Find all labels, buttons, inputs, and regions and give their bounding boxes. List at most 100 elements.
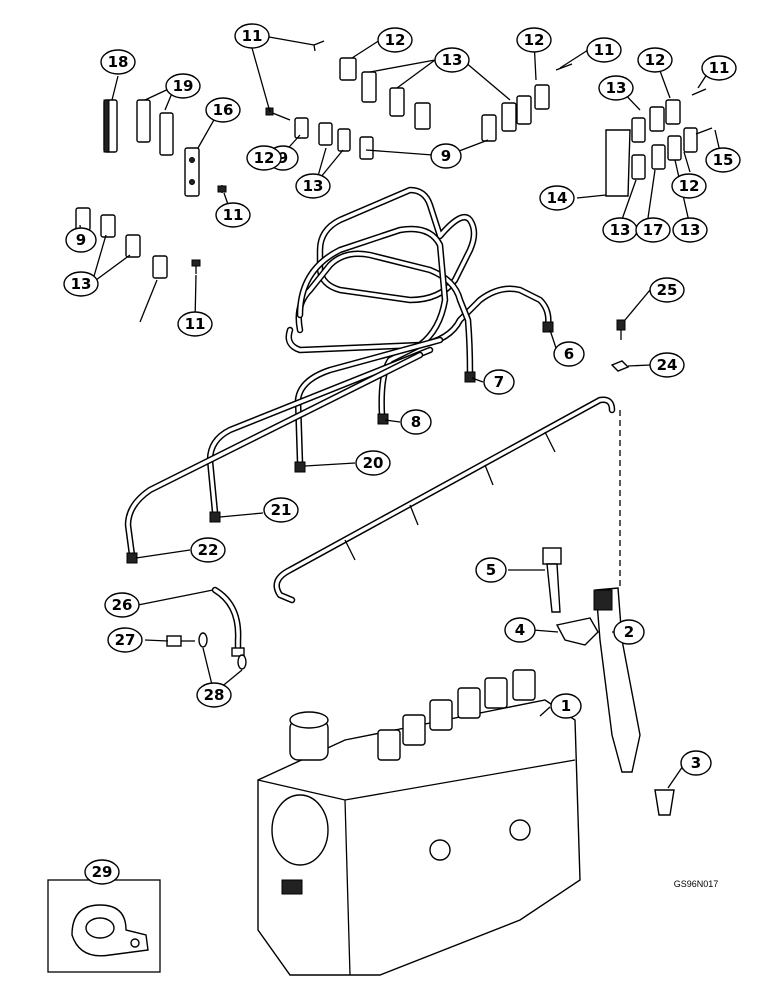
clamp-13-mid-a [318, 122, 333, 146]
svg-text:9: 9 [76, 231, 86, 249]
injector-2 [595, 587, 641, 773]
nut-6 [542, 321, 554, 333]
clamp-12-rc [665, 99, 681, 125]
svg-text:27: 27 [115, 631, 136, 649]
callout-12-a: 12 [377, 27, 413, 53]
svg-text:12: 12 [645, 51, 666, 69]
callout-4: 4 [504, 617, 536, 643]
sleeve-3 [654, 789, 675, 816]
clamp-13-right-b [516, 95, 532, 125]
elbow-26 [231, 647, 245, 657]
callout-11-e: 11 [177, 311, 213, 337]
svg-text:18: 18 [108, 53, 129, 71]
clamp-13-top-c [414, 102, 431, 130]
clamp-12-left [152, 255, 168, 279]
svg-text:7: 7 [494, 373, 504, 391]
svg-text:25: 25 [657, 281, 678, 299]
svg-text:15: 15 [713, 151, 734, 169]
fuel-injection-lines [124, 186, 616, 657]
callout-12-d: 12 [246, 145, 282, 171]
callout-5: 5 [475, 557, 507, 583]
bolt-15 [695, 127, 713, 135]
clamp-12-right [534, 84, 550, 110]
clamp-13-top-b [389, 87, 405, 117]
svg-text:13: 13 [442, 51, 463, 69]
callout-3: 3 [680, 750, 712, 776]
svg-text:1: 1 [561, 697, 571, 715]
bolt-11-d [691, 88, 707, 96]
svg-text:26: 26 [112, 596, 133, 614]
svg-text:24: 24 [657, 356, 678, 374]
washer-28-a [198, 632, 208, 648]
screw-27 [166, 635, 182, 647]
svg-text:19: 19 [173, 77, 194, 95]
callout-8: 8 [400, 409, 432, 435]
clamp-13-left-a [100, 214, 116, 238]
washer-24 [610, 360, 630, 372]
callout-9-b: 9 [430, 143, 462, 169]
svg-text:13: 13 [680, 221, 701, 239]
callout-13-b: 13 [598, 75, 634, 101]
callouts: 1 2 3 4 5 6 7 8 9 9 9 11 11 11 11 11 12 … [63, 23, 741, 885]
svg-text:12: 12 [385, 31, 406, 49]
clamp-17-rc [651, 144, 666, 170]
callout-13-a: 13 [434, 47, 470, 73]
clamp-12-top [339, 57, 357, 81]
svg-text:21: 21 [271, 501, 292, 519]
svg-text:12: 12 [679, 177, 700, 195]
clamp-13-left-b [125, 234, 141, 258]
callout-17: 17 [635, 217, 671, 243]
nut-20 [294, 461, 306, 473]
callout-29: 29 [84, 859, 120, 885]
callout-25: 25 [649, 277, 685, 303]
svg-text:11: 11 [185, 315, 206, 333]
callout-9-c: 9 [65, 227, 97, 253]
svg-text:4: 4 [515, 621, 525, 639]
svg-text:6: 6 [564, 345, 574, 363]
callout-11-a: 11 [234, 23, 270, 49]
callout-14: 14 [539, 185, 575, 211]
svg-text:28: 28 [204, 686, 225, 704]
callout-2: 2 [613, 619, 645, 645]
clamp-parts-group [75, 40, 713, 279]
nut-8 [377, 413, 389, 425]
svg-text:12: 12 [524, 31, 545, 49]
bracket-14 [605, 129, 631, 197]
nut-21 [209, 511, 221, 523]
nut-22 [126, 552, 138, 564]
callout-11-b: 11 [586, 37, 622, 63]
callout-13-f: 13 [672, 217, 708, 243]
callout-20: 20 [355, 450, 391, 476]
clamp-block-16 [184, 147, 200, 197]
svg-text:11: 11 [709, 59, 730, 77]
callout-16: 16 [205, 97, 241, 123]
hold-down-clamp-4 [555, 617, 599, 646]
figure-code: GS96N017 [674, 879, 719, 889]
callout-12-c: 12 [637, 47, 673, 73]
svg-text:13: 13 [610, 221, 631, 239]
bolt-5 [542, 547, 562, 565]
callout-6: 6 [553, 341, 585, 367]
clamp-9-right [481, 114, 497, 142]
hardware-group [166, 319, 675, 816]
bolt-11-c [555, 63, 573, 71]
clamp-block-19a [136, 99, 151, 143]
nut-7 [464, 371, 476, 383]
svg-text:2: 2 [624, 623, 634, 641]
callout-22: 22 [190, 537, 226, 563]
svg-text:9: 9 [441, 147, 451, 165]
callout-13-d: 13 [63, 271, 99, 297]
svg-text:29: 29 [92, 863, 113, 881]
callout-19: 19 [165, 73, 201, 99]
callout-1: 1 [550, 693, 582, 719]
svg-text:3: 3 [691, 754, 701, 772]
bolt-11-a [313, 40, 325, 52]
clamp-9-left [75, 207, 91, 231]
callout-18: 18 [100, 49, 136, 75]
svg-text:13: 13 [71, 275, 92, 293]
clamp-9-mid [359, 136, 374, 160]
clamp-13-rc-c [631, 154, 646, 180]
washer-28-b [237, 654, 247, 670]
callout-13-e: 13 [602, 217, 638, 243]
